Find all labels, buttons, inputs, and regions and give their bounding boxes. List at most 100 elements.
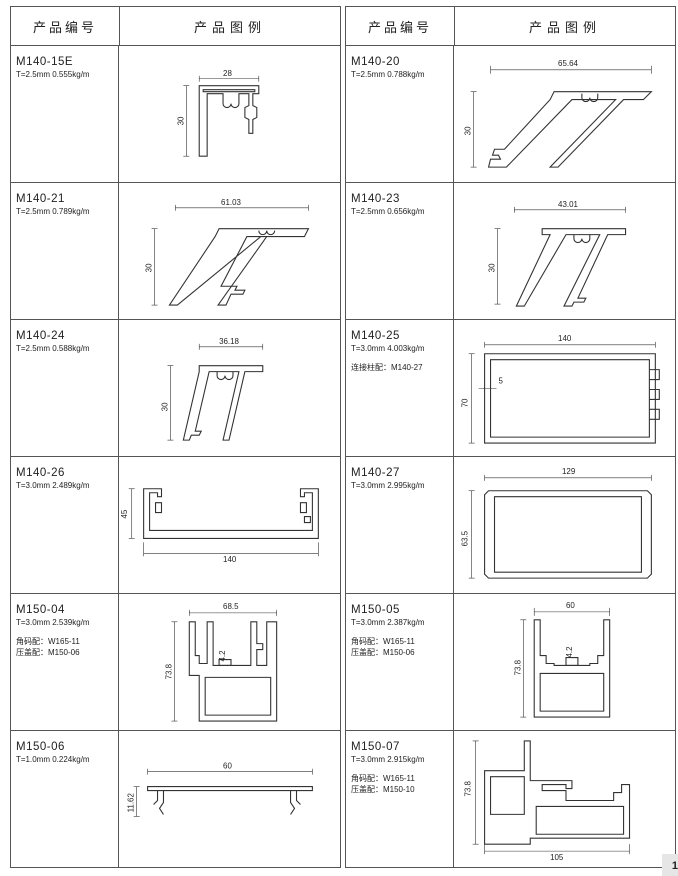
- profile-drawing-m140-15e: 28 30: [176, 69, 260, 157]
- product-note: 连接柱配：M140-27: [351, 363, 423, 372]
- profile-figure: 36.18 30: [119, 320, 340, 456]
- dim-height: 30: [160, 402, 169, 411]
- catalog-table-right: 产品编号 产品图例 M140-20 T=2.5mm 0.788kg/m 65.6…: [345, 6, 676, 868]
- product-code: M140-20: [351, 56, 400, 68]
- product-info: M140-27 T=3.0mm 2.995kg/m: [346, 457, 454, 593]
- profile-figure: 60 11.62: [119, 731, 340, 867]
- profile-drawing-m150-06: 60 11.62: [127, 762, 313, 817]
- product-spec: T=3.0mm 4.003kg/m: [351, 344, 425, 353]
- profile-drawing-m140-21: 61.03 30: [145, 198, 310, 306]
- product-spec: T=3.0mm 2.539kg/m: [16, 618, 90, 627]
- product-row: M140-24 T=2.5mm 0.588kg/m 36.18 30: [11, 320, 340, 457]
- dim-width: 65.64: [558, 59, 578, 68]
- table-header: 产品编号 产品图例: [11, 7, 340, 46]
- product-code: M140-25: [351, 330, 400, 342]
- product-spec: T=2.5mm 0.788kg/m: [351, 70, 425, 79]
- dim-width: 129: [562, 467, 576, 476]
- product-spec: T=3.0mm 2.387kg/m: [351, 618, 425, 627]
- product-spec: T=3.0mm 2.995kg/m: [351, 481, 425, 490]
- dim-width: 140: [558, 334, 572, 343]
- product-spec: T=2.5mm 0.588kg/m: [16, 344, 90, 353]
- dim-height: 30: [176, 116, 185, 125]
- profile-figure: 129 63.5: [454, 457, 675, 593]
- profile-drawing-m140-20: 65.64 30: [464, 59, 653, 168]
- product-info: M140-20 T=2.5mm 0.788kg/m: [346, 46, 454, 182]
- product-spec: T=3.0mm 2.489kg/m: [16, 481, 90, 490]
- dim-height: 63.5: [461, 530, 470, 546]
- header-product-figure: 产品图例: [193, 19, 266, 35]
- profile-figure: 65.64 30: [454, 46, 675, 182]
- product-row: M140-25 T=3.0mm 4.003kg/m 连接柱配：M140-27 1…: [346, 320, 675, 457]
- product-code: M140-15E: [16, 56, 74, 68]
- product-code: M140-27: [351, 467, 400, 479]
- product-row: M150-05 T=3.0mm 2.387kg/m 角码配：W165-11 压盖…: [346, 594, 675, 731]
- dim-width: 43.01: [558, 200, 578, 209]
- dim-width: 60: [223, 762, 232, 771]
- dim-width: 36.18: [219, 337, 239, 346]
- product-row: M140-20 T=2.5mm 0.788kg/m 65.64 30: [346, 46, 675, 183]
- product-row: M140-26 T=3.0mm 2.489kg/m 45 140: [11, 457, 340, 594]
- product-info: M140-15E T=2.5mm 0.555kg/m: [11, 46, 119, 182]
- profile-figure: 45 140: [119, 457, 340, 593]
- profile-drawing-m140-26: 45 140: [120, 488, 319, 564]
- table-header: 产品编号 产品图例: [346, 7, 675, 46]
- product-info: M140-26 T=3.0mm 2.489kg/m: [11, 457, 119, 593]
- product-info: M150-05 T=3.0mm 2.387kg/m 角码配：W165-11 压盖…: [346, 594, 454, 730]
- profile-drawing-m140-25: 140 5 70: [461, 334, 660, 444]
- profile-figure: 28 30: [119, 46, 340, 182]
- product-spec: T=1.0mm 0.224kg/m: [16, 755, 90, 764]
- product-row: M150-06 T=1.0mm 0.224kg/m 60 11.62: [11, 731, 340, 867]
- dim-height: 70: [461, 398, 470, 407]
- product-row: M150-07 T=3.0mm 2.915kg/m 角码配：W165-11 压盖…: [346, 731, 675, 867]
- product-code: M140-24: [16, 330, 65, 342]
- header-product-figure: 产品图例: [528, 19, 601, 35]
- profile-figure: 140 5 70: [454, 320, 675, 456]
- product-info: M140-24 T=2.5mm 0.588kg/m: [11, 320, 119, 456]
- dim-width: 68.5: [223, 602, 239, 611]
- dim-slot: 4.2: [218, 650, 227, 662]
- profile-figure: 43.01 30: [454, 183, 675, 319]
- dim-height: 30: [464, 126, 473, 135]
- profile-drawing-m150-05: 60 73.8 4.2: [513, 601, 611, 718]
- product-code: M150-04: [16, 604, 65, 616]
- profile-drawing-m140-27: 129 63.5: [461, 467, 652, 579]
- product-note: 角码配：W165-11: [351, 774, 415, 783]
- product-info: M150-07 T=3.0mm 2.915kg/m 角码配：W165-11 压盖…: [346, 731, 454, 867]
- dim-height: 30: [488, 263, 497, 272]
- header-product-code: 产品编号: [346, 7, 455, 45]
- dim-width: 105: [550, 853, 564, 862]
- product-code: M140-23: [351, 193, 400, 205]
- product-spec: T=2.5mm 0.555kg/m: [16, 70, 90, 79]
- product-spec: T=2.5mm 0.656kg/m: [351, 207, 425, 216]
- dim-height: 45: [120, 509, 129, 518]
- product-spec: T=2.5mm 0.789kg/m: [16, 207, 90, 216]
- dim-width: 140: [223, 555, 237, 564]
- profile-figure: 73.8 105: [454, 731, 675, 867]
- dim-height: 73.8: [513, 659, 522, 675]
- dim-width: 28: [223, 69, 232, 78]
- dim-width: 60: [566, 601, 575, 610]
- product-code: M140-21: [16, 193, 65, 205]
- dim-height: 73.8: [164, 663, 173, 679]
- product-info: M150-04 T=3.0mm 2.539kg/m 角码配：W165-11 压盖…: [11, 594, 119, 730]
- page-number: 1: [662, 854, 678, 876]
- product-note: 压盖配：M150-06: [16, 648, 80, 657]
- profile-drawing-m140-23: 43.01 30: [488, 200, 627, 307]
- product-note: 压盖配：M150-06: [351, 648, 415, 657]
- catalog-table-left: 产品编号 产品图例 M140-15E T=2.5mm 0.555kg/m 28 …: [10, 6, 341, 868]
- product-spec: T=3.0mm 2.915kg/m: [351, 755, 425, 764]
- profile-drawing-m150-07: 73.8 105: [464, 740, 631, 862]
- product-code: M150-05: [351, 604, 400, 616]
- profile-drawing-m150-04: 68.5 73.8 4.2: [164, 602, 278, 722]
- dim-height: 73.8: [464, 780, 473, 796]
- product-row: M140-21 T=2.5mm 0.789kg/m 61.03 30: [11, 183, 340, 320]
- product-row: M140-27 T=3.0mm 2.995kg/m 129 63.5: [346, 457, 675, 594]
- product-code: M140-26: [16, 467, 65, 479]
- product-info: M140-25 T=3.0mm 4.003kg/m 连接柱配：M140-27: [346, 320, 454, 456]
- product-info: M140-23 T=2.5mm 0.656kg/m: [346, 183, 454, 319]
- dim-width: 61.03: [221, 198, 241, 207]
- header-product-code: 产品编号: [11, 7, 120, 45]
- profile-figure: 68.5 73.8 4.2: [119, 594, 340, 730]
- profile-figure: 61.03 30: [119, 183, 340, 319]
- product-note: 压盖配：M150-10: [351, 785, 415, 794]
